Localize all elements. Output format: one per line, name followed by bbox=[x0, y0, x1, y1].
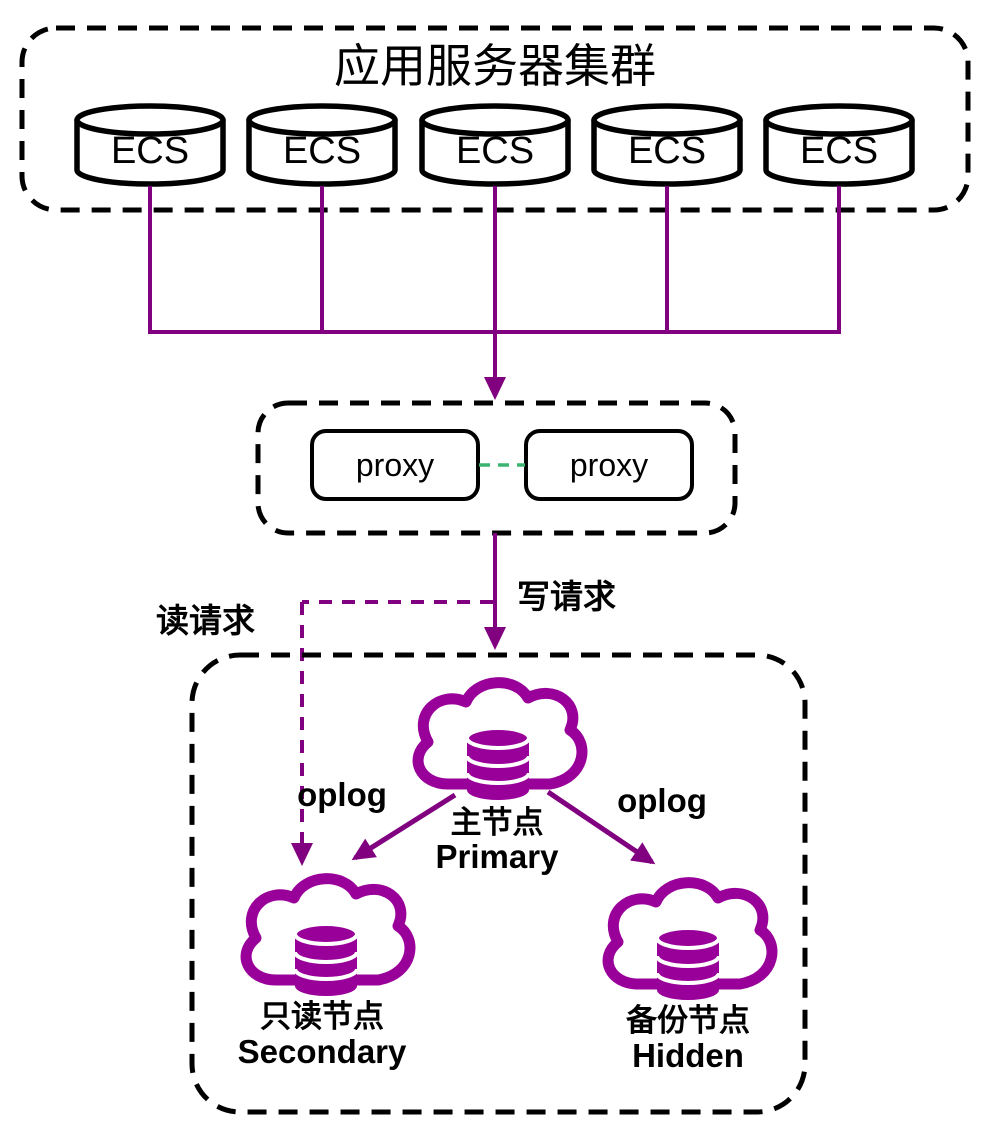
ecs-label: ECS bbox=[111, 130, 189, 172]
hidden-node bbox=[602, 877, 778, 1000]
database-disc-line bbox=[655, 955, 721, 968]
secondary-label-en: Secondary bbox=[238, 1033, 407, 1070]
secondary-label-cn: 只读节点 bbox=[260, 999, 384, 1034]
proxy-rect bbox=[310, 429, 480, 501]
cylinder-top-icon bbox=[419, 103, 571, 137]
ecs-label: ECS bbox=[800, 130, 878, 172]
ecs-label: ECS bbox=[628, 130, 706, 172]
proxy-node-2: proxy bbox=[524, 429, 694, 501]
primary-node bbox=[412, 677, 588, 800]
cluster-title: 应用服务器集群 bbox=[334, 41, 656, 92]
cylinder-icon bbox=[591, 117, 743, 187]
ecs-node-2: ECS bbox=[246, 103, 398, 187]
proxy-label: proxy bbox=[570, 447, 648, 483]
cylinder-icon bbox=[419, 117, 571, 187]
database-icon bbox=[657, 938, 719, 1000]
proxy-label: proxy bbox=[356, 447, 434, 483]
cylinder-icon bbox=[763, 117, 915, 187]
oplog-label-right: oplog bbox=[617, 782, 707, 819]
proxy-node-1: proxy bbox=[310, 429, 480, 501]
write-request-label: 写请求 bbox=[517, 578, 616, 615]
oplog-arrow-left bbox=[351, 792, 457, 861]
database-icon bbox=[467, 738, 529, 800]
ecs-node-4: ECS bbox=[591, 103, 743, 187]
replica-set-box bbox=[189, 652, 808, 1115]
database-top-icon bbox=[465, 726, 531, 750]
oplog-arrow-right bbox=[546, 789, 656, 865]
hidden-label-cn: 备份节点 bbox=[625, 1003, 750, 1038]
ecs-label: ECS bbox=[456, 130, 534, 172]
primary-label-cn: 主节点 bbox=[451, 805, 544, 840]
database-disc-line bbox=[465, 755, 531, 768]
database-top-icon bbox=[655, 926, 721, 950]
database-disc-line bbox=[293, 968, 359, 981]
oplog-label-left: oplog bbox=[297, 776, 387, 813]
hidden-label-en: Hidden bbox=[632, 1037, 744, 1074]
cylinder-top-icon bbox=[246, 103, 398, 137]
ecs-label: ECS bbox=[283, 130, 361, 172]
cylinder-top-icon bbox=[74, 103, 226, 137]
cylinder-top-icon bbox=[763, 103, 915, 137]
database-disc-line bbox=[293, 951, 359, 964]
cylinder-top-icon bbox=[591, 103, 743, 137]
database-disc-line bbox=[655, 972, 721, 985]
database-disc-line bbox=[465, 772, 531, 785]
read-request-label: 读请求 bbox=[156, 602, 255, 639]
proxy-rect bbox=[524, 429, 694, 501]
cylinder-icon bbox=[246, 117, 398, 187]
database-top-icon bbox=[293, 922, 359, 946]
ecs-node-5: ECS bbox=[763, 103, 915, 187]
ecs-node-3: ECS bbox=[419, 103, 571, 187]
cylinder-icon bbox=[74, 117, 226, 187]
database-icon bbox=[295, 934, 357, 996]
primary-label-en: Primary bbox=[436, 838, 560, 875]
secondary-node bbox=[240, 873, 416, 996]
ecs-node-1: ECS bbox=[74, 103, 226, 187]
